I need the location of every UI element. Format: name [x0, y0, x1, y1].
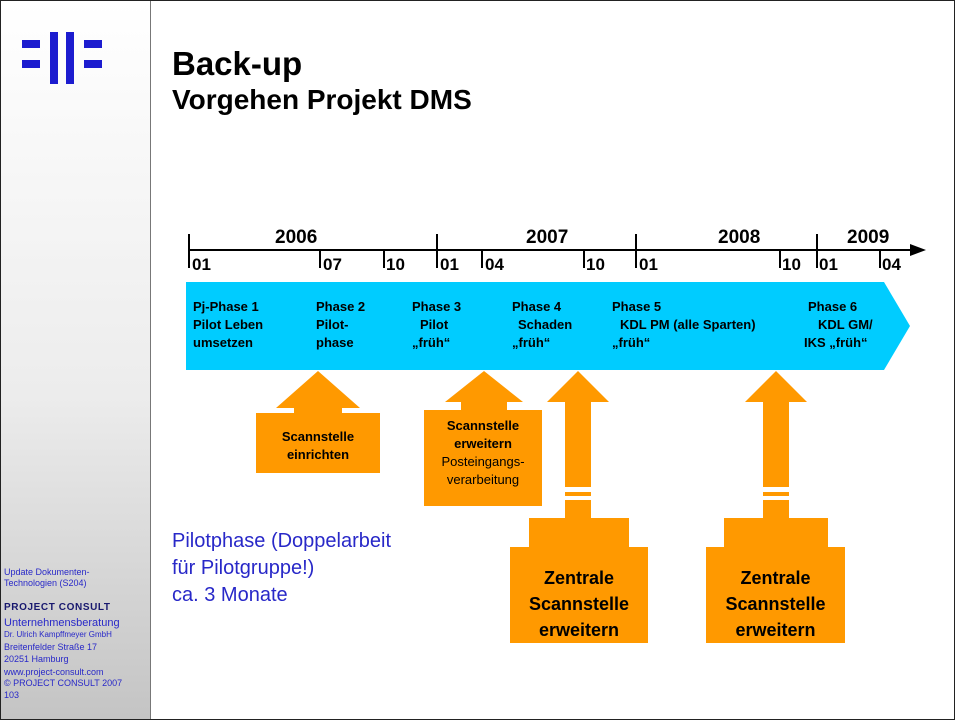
page-number: 103	[4, 690, 20, 700]
street-line: Breitenfelder Straße 17	[4, 642, 98, 652]
timeline-arrowhead	[910, 244, 926, 256]
orange-arrow	[510, 512, 648, 643]
month-label: 10	[782, 255, 801, 274]
footer-line2: Technologien (S204)	[4, 578, 87, 588]
city-line: 20251 Hamburg	[4, 654, 69, 664]
web-line: www.project-consult.com	[4, 667, 104, 677]
orange-arrow	[745, 371, 807, 487]
sidebar	[1, 1, 150, 719]
month-label: 01	[440, 255, 459, 274]
orange-arrow	[256, 371, 380, 473]
arrow-segment	[565, 492, 591, 496]
year-label: 2008	[718, 227, 761, 248]
month-label: 01	[192, 255, 211, 274]
month-label: 01	[639, 255, 658, 274]
month-label: 01	[819, 255, 838, 274]
month-label: 10	[586, 255, 605, 274]
phase-chevron	[186, 282, 412, 370]
orange-arrow	[424, 371, 542, 506]
orange-arrow	[547, 371, 609, 487]
scan-box-2-text: Scannstelle erweitern Posteingangs- vera…	[441, 418, 525, 487]
logo-icon	[22, 32, 102, 84]
arrow-segment	[763, 492, 789, 496]
phase-chevron	[482, 282, 610, 370]
month-label: 10	[386, 255, 405, 274]
month-label: 07	[323, 255, 342, 274]
slide-title: Back-up	[172, 45, 303, 82]
pilot-note: Pilotphase (Doppelarbeit für Pilotgruppe…	[172, 530, 392, 606]
month-label: 04	[882, 255, 901, 274]
arrow-segment	[763, 500, 789, 512]
year-label: 2006	[275, 227, 318, 248]
orange-arrow	[706, 512, 845, 643]
month-label: 04	[485, 255, 504, 274]
company-line: Unternehmensberatung	[4, 617, 120, 629]
phase-chevron	[384, 282, 510, 370]
arrow-segment	[565, 500, 591, 512]
copyright-line: © PROJECT CONSULT 2007	[4, 678, 123, 688]
phase-chevron	[782, 282, 910, 370]
phase-chevron	[582, 282, 810, 370]
year-label: 2009	[847, 227, 890, 248]
person-line: Dr. Ulrich Kampffmeyer GmbH	[4, 630, 112, 639]
brand-name: PROJECT CONSULT	[4, 602, 111, 613]
footer-line1: Update Dokumenten-	[4, 567, 90, 577]
sidebar-divider	[150, 1, 151, 719]
year-label: 2007	[526, 227, 569, 248]
slide-subtitle: Vorgehen Projekt DMS	[172, 84, 472, 115]
